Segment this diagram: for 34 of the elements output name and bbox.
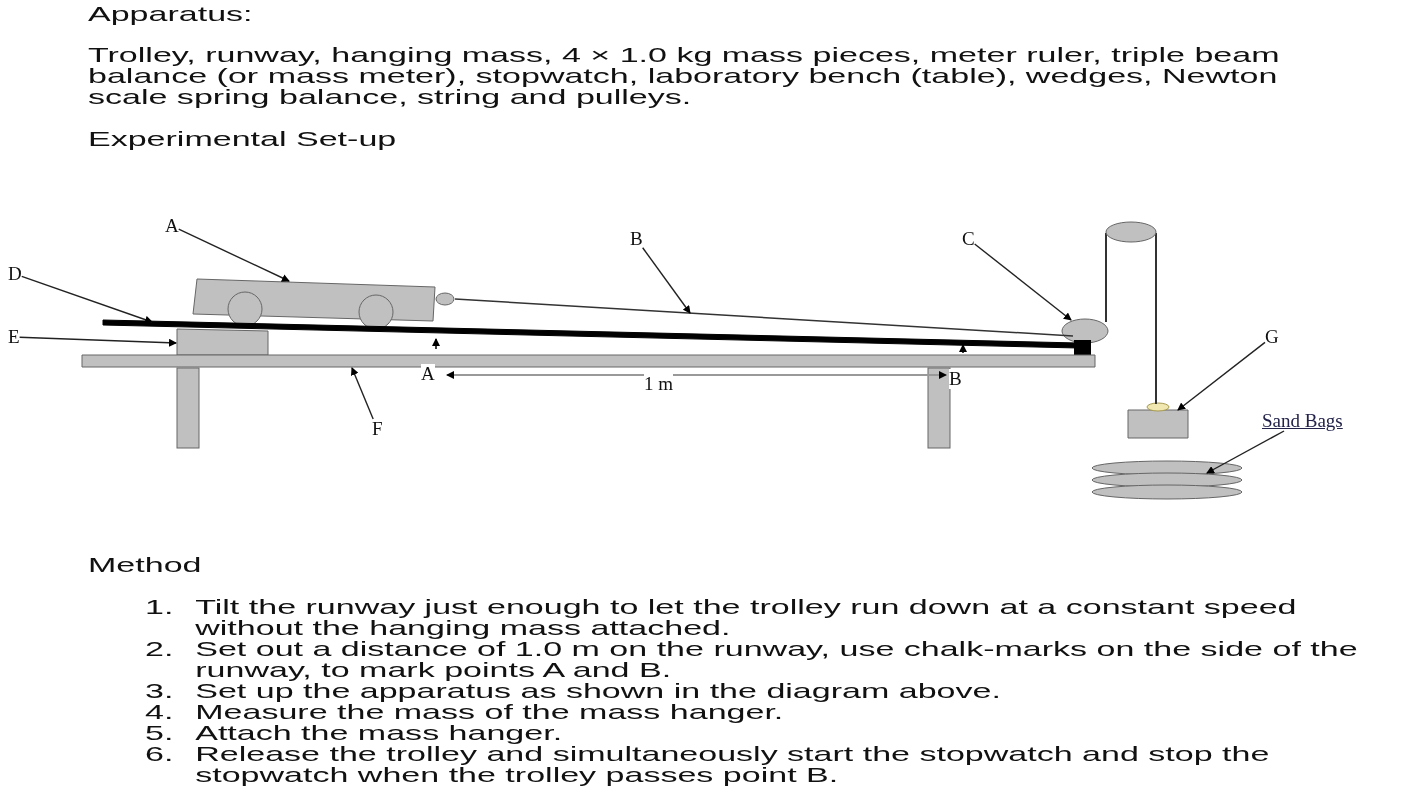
- heading: Apparatus:: [88, 3, 253, 24]
- wedge-block: [176, 328, 269, 356]
- apparatus-list: Trolley, runway, hanging mass, 4 × 1.0 kg mass pieces, meter ruler, triple beam balance (or mass meter), stopwatch, laboratory bench (table), wedges, Newton scale spring balance, string and pulleys.: [88, 44, 1310, 107]
- heading: Method: [88, 554, 202, 575]
- callout-letter: D: [8, 264, 22, 284]
- part-label: Sand Bags: [1262, 411, 1343, 431]
- leader-line: [21, 275, 153, 324]
- point-label: B: [949, 369, 962, 389]
- method-step: 1. Tilt the runway just enough to let the trolley run down at a constant speed without the hanging mass attached.: [145, 596, 1341, 638]
- mass-hanger: [1127, 402, 1189, 439]
- method-step: 6. Release the trolley and simultaneously start the stopwatch and stop the stopwatch when the trolley passes point B.: [145, 743, 1380, 785]
- callout-letter: G: [1265, 327, 1279, 347]
- leader-line: [18, 336, 177, 347]
- method-step: 3. Set up the apparatus as shown in the diagram above.: [145, 680, 1380, 701]
- callout-letter: E: [8, 327, 20, 347]
- leader-line: [178, 228, 290, 282]
- method-step: 5. Attach the mass hanger.: [145, 722, 1380, 743]
- pulley-wheel: [1061, 318, 1109, 344]
- sand-bags-drawing: [1091, 460, 1243, 500]
- runway-plank: [102, 319, 1091, 355]
- string-line: [454, 298, 1074, 337]
- method-step: 2. Set out a distance of 1.0 m on the runway, use chalk-marks on the side of the runway, to mark points A and B.: [145, 638, 1380, 680]
- callout-letter: B: [630, 229, 643, 249]
- callout-letter: A: [165, 216, 179, 236]
- heading: Experimental Set-up: [88, 128, 397, 149]
- leader-line: [1177, 341, 1266, 411]
- method-step: 4. Measure the mass of the mass hanger.: [145, 701, 1380, 722]
- callout-letter: F: [372, 419, 383, 439]
- leader-line: [1206, 430, 1285, 474]
- leader-line: [351, 367, 374, 420]
- leader-line: [974, 243, 1072, 321]
- leader-line: [642, 247, 691, 314]
- callout-letter: C: [962, 229, 975, 249]
- bench-drawing: [81, 354, 1096, 449]
